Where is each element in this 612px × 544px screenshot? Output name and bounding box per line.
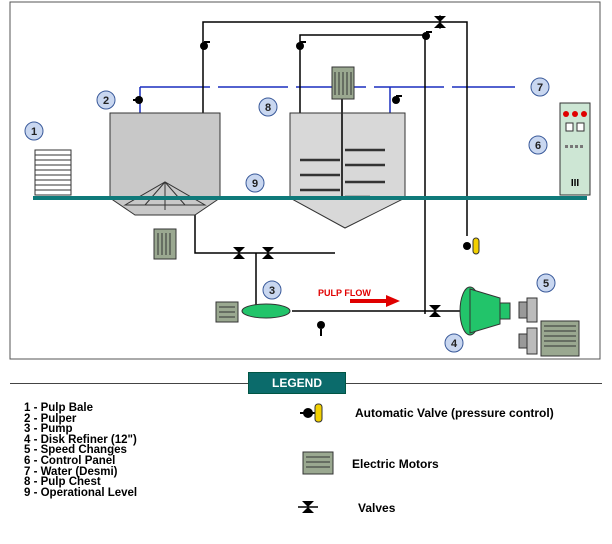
disk-refiner: [459, 286, 511, 336]
legend-valve-label: Valves: [358, 501, 396, 515]
legend-motor-icon: [302, 451, 334, 475]
marker-9: 9: [245, 173, 265, 193]
svg-text:6: 6: [535, 140, 541, 152]
valve-icon[interactable]: [422, 31, 432, 40]
legend-item: 4 - Disk Refiner (12"): [24, 433, 137, 446]
marker-1: 1: [24, 121, 44, 141]
pipes: [194, 21, 468, 314]
marker-8: 8: [258, 97, 278, 117]
svg-text:3: 3: [269, 285, 275, 297]
legend-item: 7 - Water (Desmi): [24, 465, 118, 478]
marker-5: 5: [536, 273, 556, 293]
legend-item: 9 - Operational Level: [24, 486, 138, 499]
legend-item: 6 - Control Panel: [24, 454, 116, 467]
svg-text:9: 9: [252, 178, 258, 190]
control-panel: III: [559, 102, 591, 196]
valve-icon[interactable]: [233, 247, 245, 259]
valve-icon[interactable]: [296, 41, 306, 50]
pump: [215, 301, 291, 323]
legend-item: 8 - Pulp Chest: [24, 476, 101, 489]
legend-item: 2 - Pulper: [24, 412, 77, 425]
legend-item: 5 - Speed Changes: [24, 444, 127, 457]
legend-list: 1 - Pulp Bale 2 - Pulper 3 - Pump 4 - Di…: [24, 402, 138, 499]
valve-icon[interactable]: [317, 321, 325, 336]
svg-text:2: 2: [103, 95, 109, 107]
valve-icon[interactable]: [133, 96, 143, 104]
svg-text:5: 5: [543, 278, 549, 290]
legend-item: 3 - Pump: [24, 423, 73, 436]
automatic-valve-icon[interactable]: [463, 237, 480, 255]
marker-4: 4: [444, 333, 464, 353]
chest-motor-icon: [331, 66, 355, 100]
pulp-flow-label: PULP FLOW: [318, 288, 371, 298]
pulp-flow-arrow: [350, 295, 400, 307]
operational-level-floor: [33, 196, 587, 200]
svg-text:7: 7: [537, 82, 543, 94]
svg-text:8: 8: [265, 102, 271, 114]
valve-icon[interactable]: [200, 41, 210, 50]
marker-3: 3: [262, 280, 282, 300]
legend-motor-label: Electric Motors: [352, 457, 439, 471]
valve-icon[interactable]: [429, 305, 441, 317]
legend-auto-valve-icon: [300, 403, 323, 423]
marker-6: 6: [528, 135, 548, 155]
pulper-motor-icon: [153, 228, 177, 260]
marker-2: 2: [96, 90, 116, 110]
valve-icon[interactable]: [262, 247, 274, 259]
valve-icon[interactable]: [434, 15, 446, 29]
legend-title: LEGEND: [248, 372, 346, 394]
legend-item: 1 - Pulp Bale: [24, 402, 94, 414]
marker-7: 7: [530, 77, 550, 97]
speed-changes: [518, 297, 580, 357]
legend-auto-valve-label: Automatic Valve (pressure control): [355, 406, 554, 420]
svg-text:4: 4: [451, 338, 458, 350]
control-panel-text: III: [571, 178, 580, 189]
valve-icon[interactable]: [392, 95, 402, 104]
svg-text:1: 1: [31, 126, 37, 138]
valves: [133, 15, 446, 336]
legend-valve-icon: [298, 501, 318, 513]
pulp-bale-icon: [34, 149, 72, 196]
